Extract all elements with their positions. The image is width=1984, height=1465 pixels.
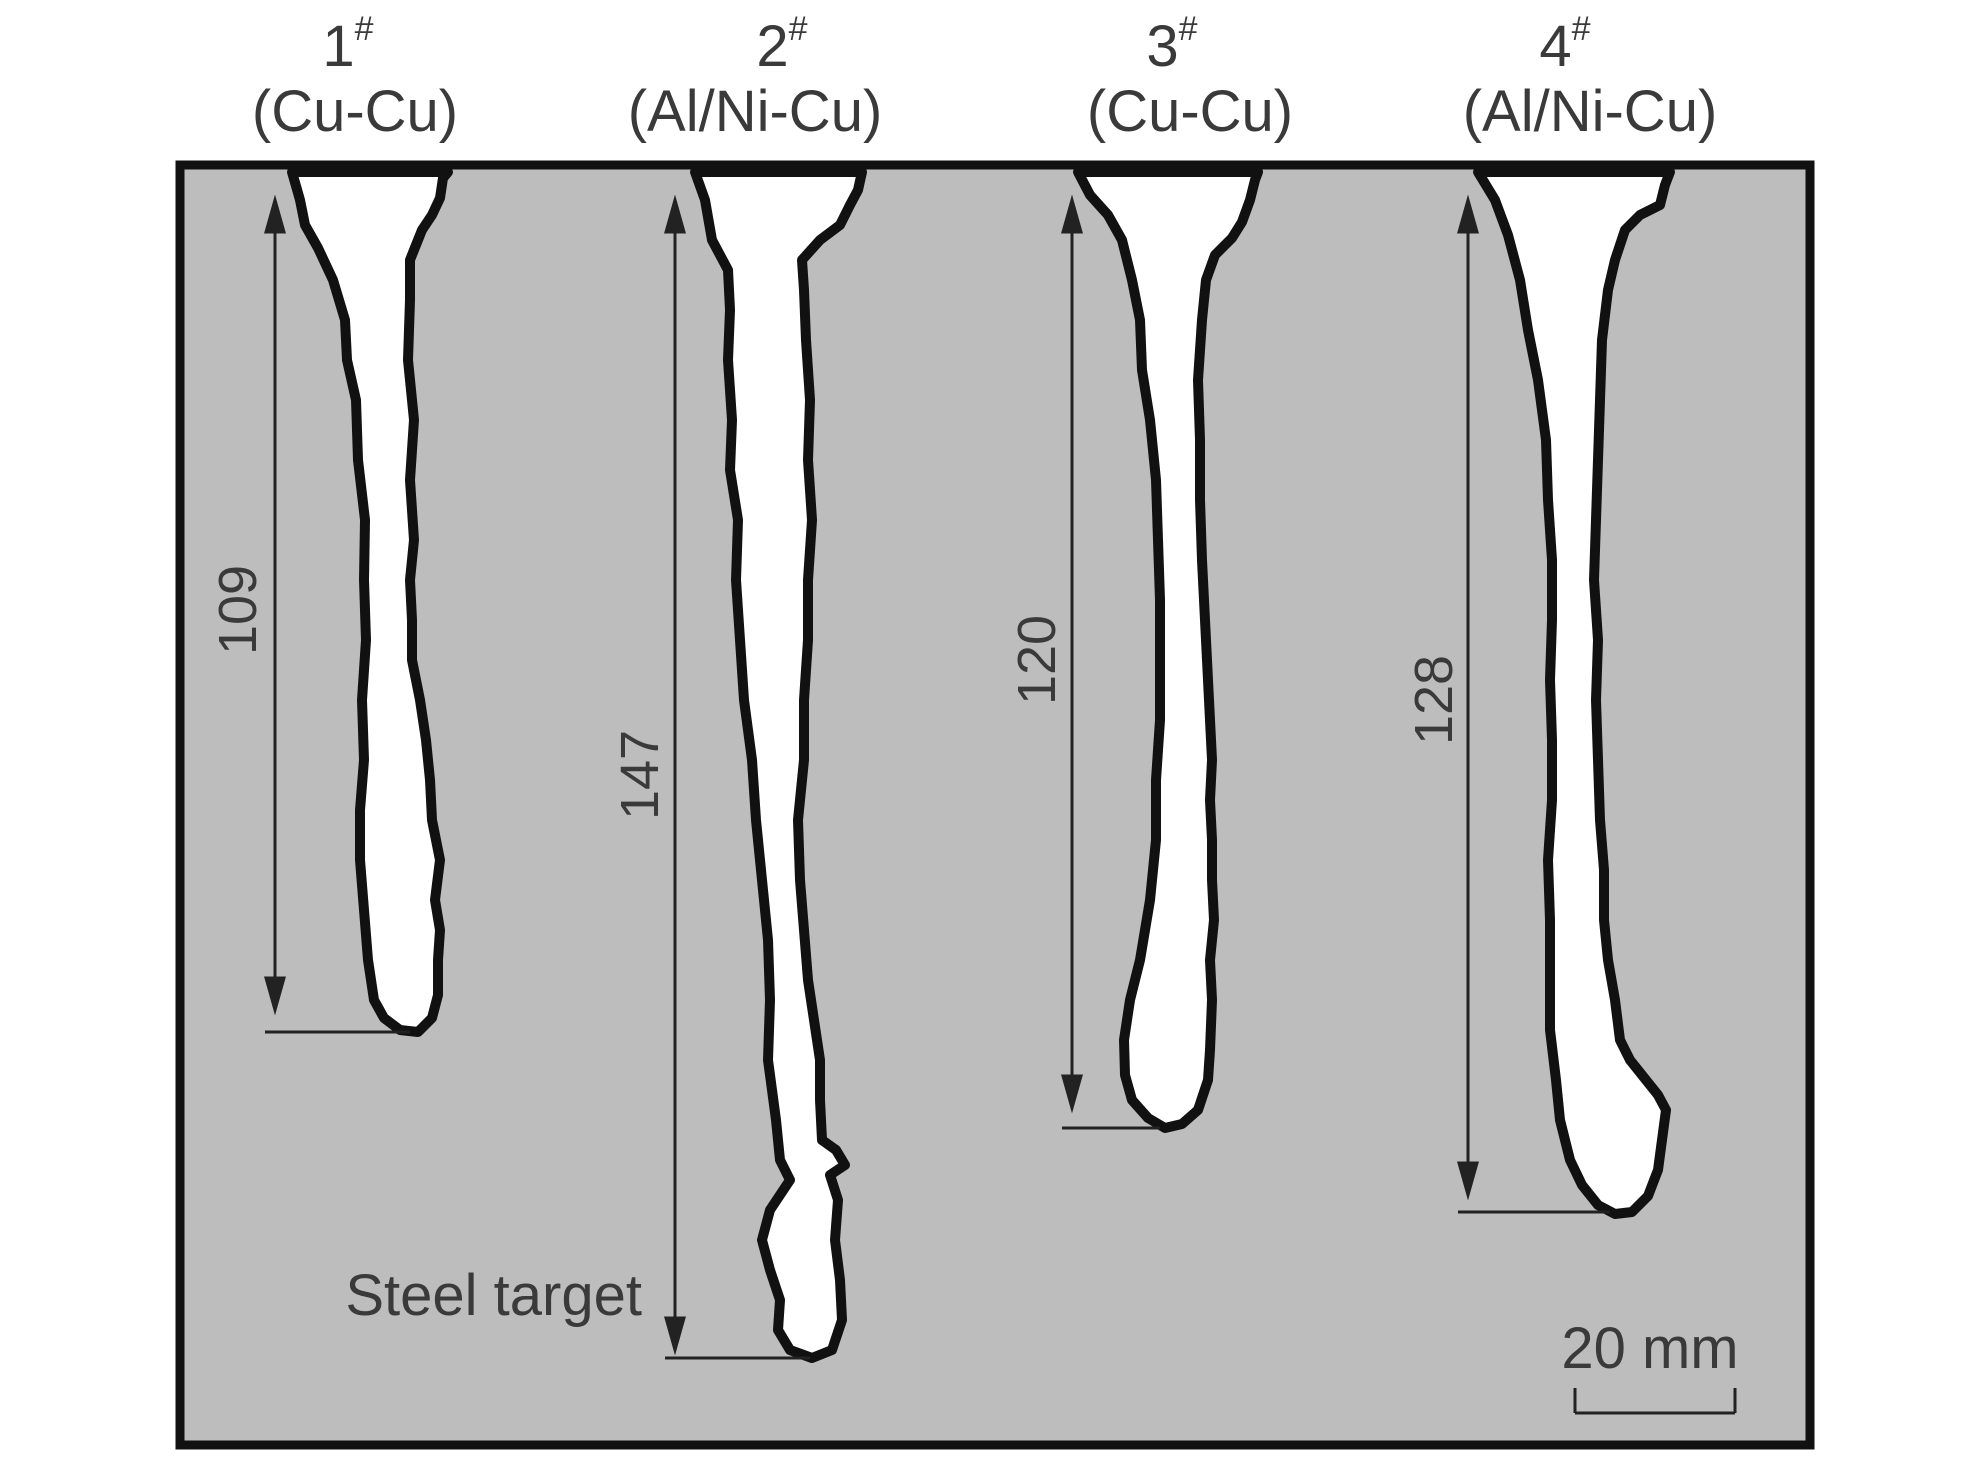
depth-dimension-1 [264, 194, 410, 1034]
specimen-2-type-label: (Al/Ni-Cu) [628, 79, 883, 144]
depth-dimension-3 [1061, 194, 1160, 1130]
crater-2 [690, 167, 867, 1363]
specimen-2: 2# (Al/Ni-Cu) 147 [610, 10, 883, 1363]
specimen-2-number-label: 2# [756, 10, 807, 79]
specimen-3-type-label: (Cu-Cu) [1087, 79, 1293, 144]
depth-value-3: 120 [1007, 615, 1067, 705]
depth-dimension-4 [1457, 194, 1610, 1214]
depth-value-2: 147 [610, 730, 670, 820]
specimen-3: 3# (Cu-Cu) 120 [1007, 10, 1293, 1133]
crater-1 [287, 167, 453, 1037]
specimen-3-number-label: 3# [1146, 10, 1197, 79]
depth-value-4: 128 [1404, 655, 1464, 745]
crater-3 [1073, 167, 1263, 1133]
scale-bar-label: 20 mm [1561, 1316, 1738, 1381]
depth-value-1: 109 [208, 565, 268, 655]
depth-dimension-2 [664, 194, 810, 1360]
steel-target-label: Steel target [345, 1263, 642, 1328]
specimen-1-type-label: (Cu-Cu) [252, 79, 458, 144]
scale-bar [1573, 1388, 1737, 1415]
crater-4 [1473, 167, 1675, 1219]
specimen-4: 4# (Al/Ni-Cu) 128 [1404, 10, 1718, 1219]
specimen-1-number-label: 1# [322, 10, 373, 79]
specimen-4-type-label: (Al/Ni-Cu) [1463, 79, 1718, 144]
specimen-4-number-label: 4# [1539, 10, 1590, 79]
specimen-1: 1# (Cu-Cu) 109 [208, 10, 458, 1037]
